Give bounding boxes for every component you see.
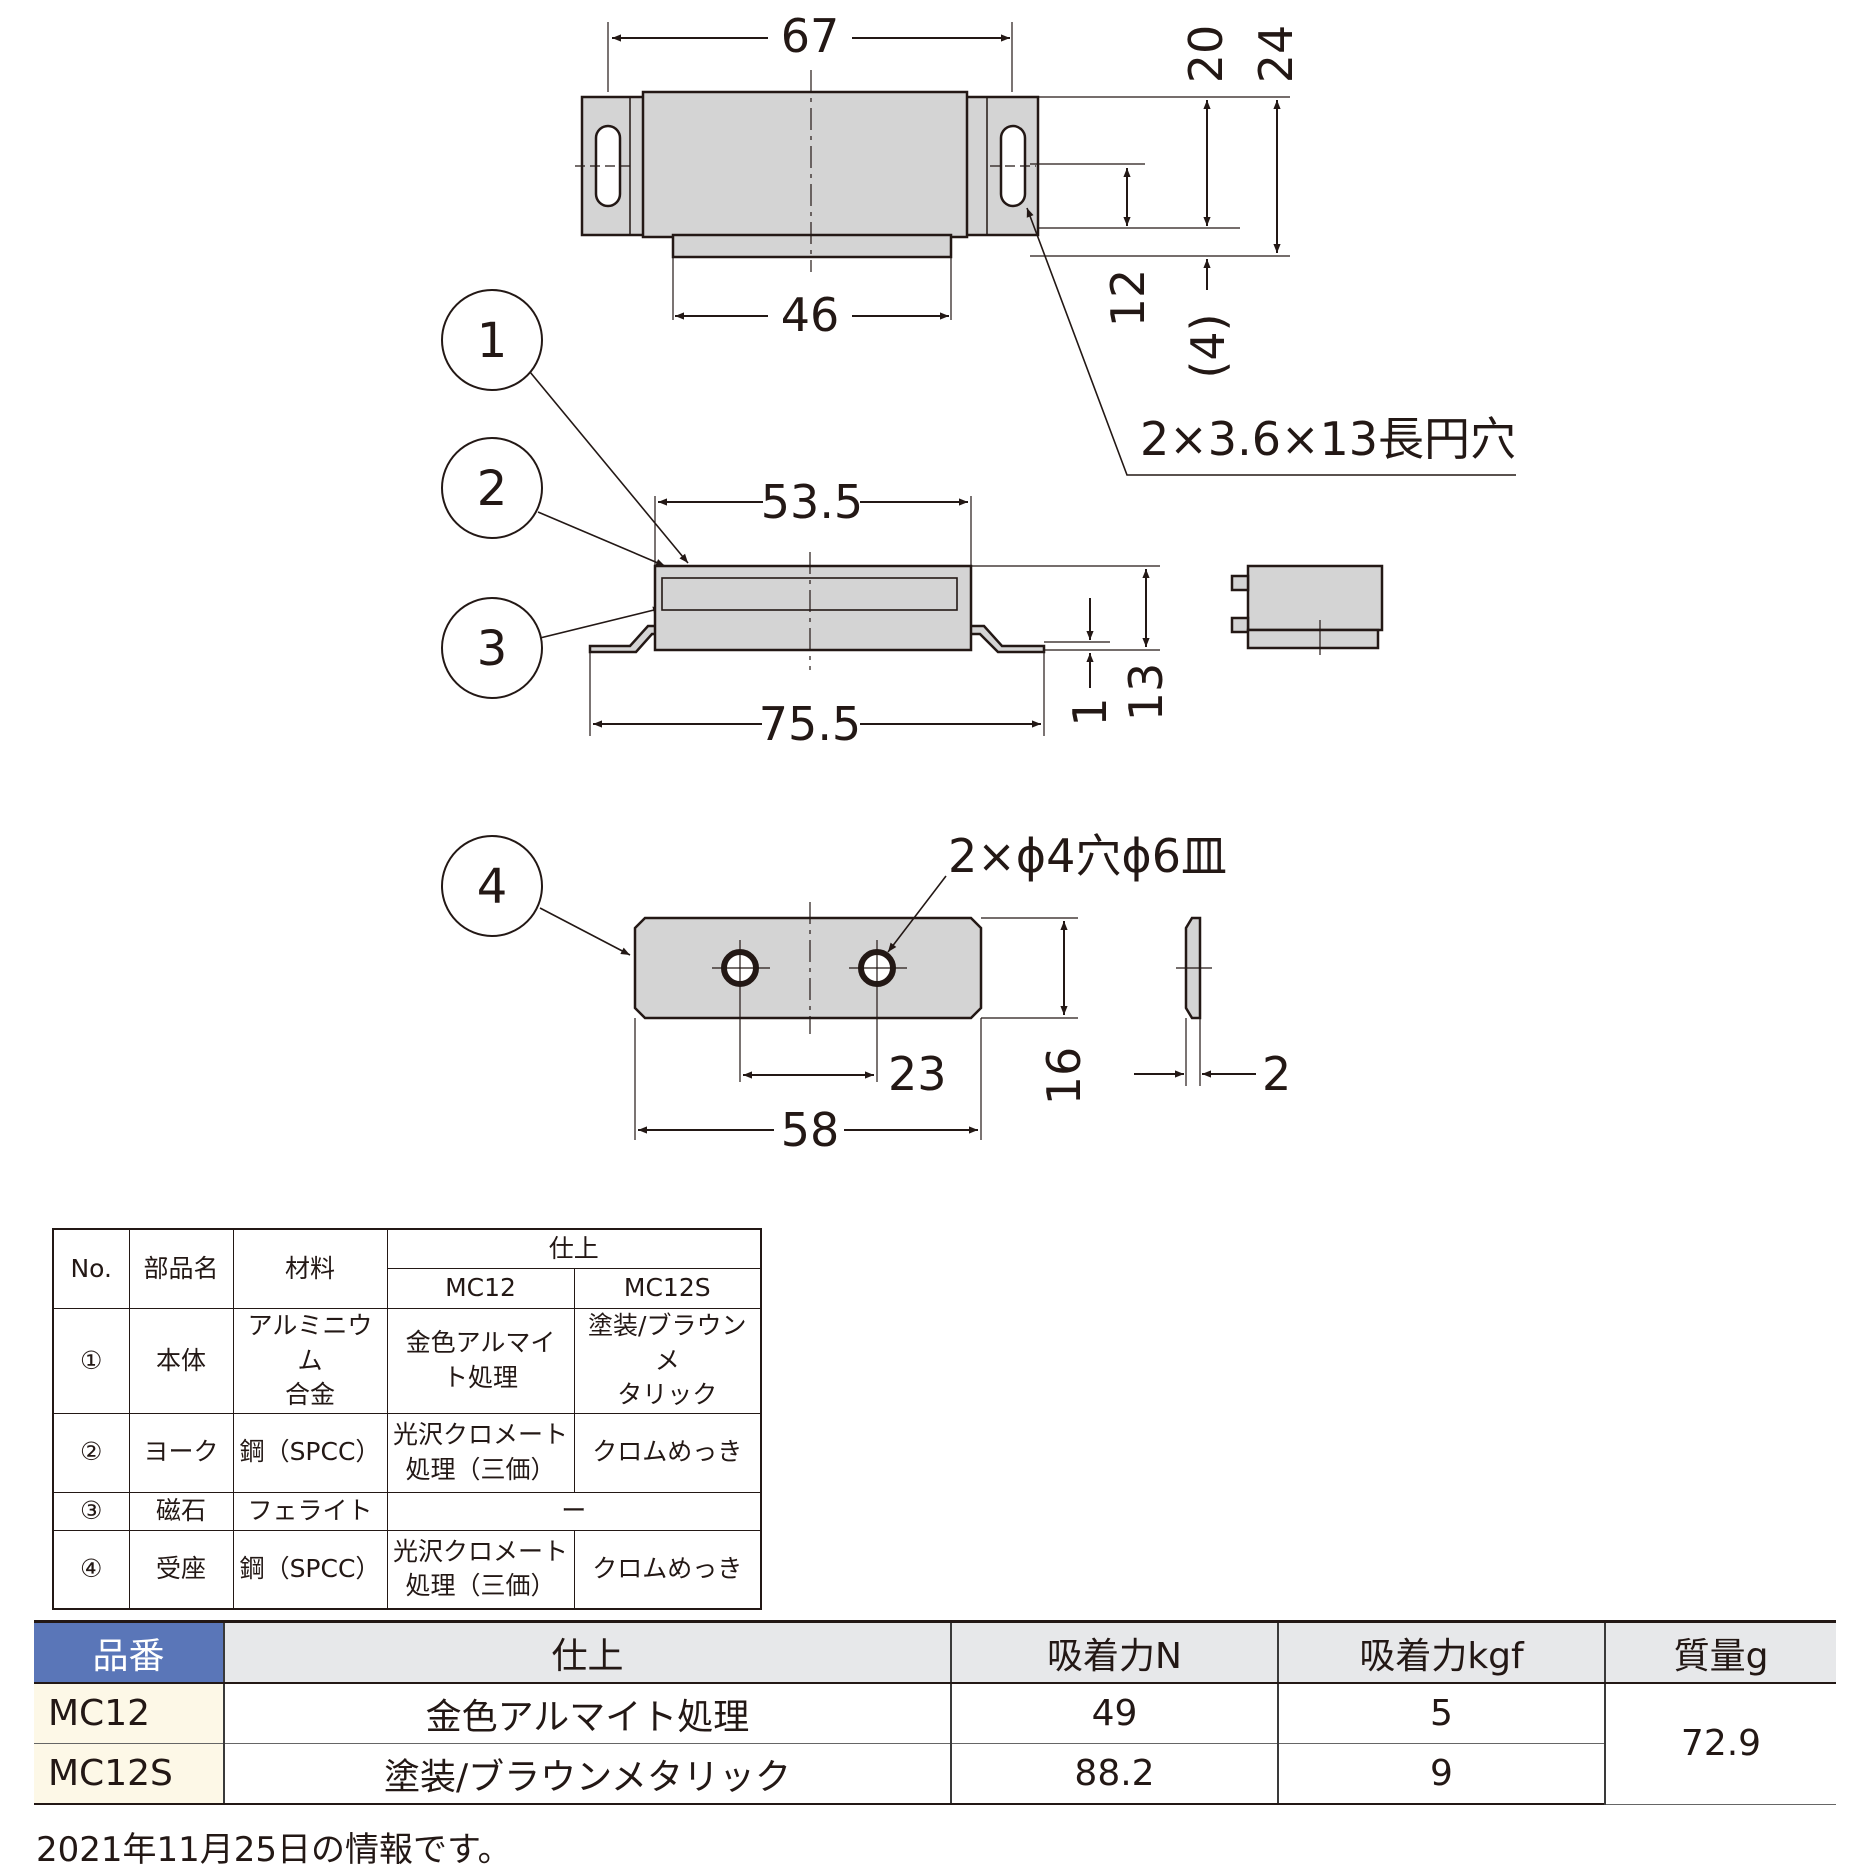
side-detail	[1230, 564, 1384, 655]
callout-3	[441, 597, 543, 699]
dim-plate-height: 16	[1037, 1047, 1091, 1106]
plate-dimensions	[638, 875, 1256, 1134]
part-material: 鋼（SPCC）	[232, 1412, 388, 1493]
table-row: MC12 金色アルマイト処理 49 5 72.9	[34, 1683, 1836, 1805]
dim-top-width: 67	[781, 9, 840, 63]
part-name: ヨーク	[128, 1412, 234, 1493]
dim-thickness: 13	[1119, 663, 1173, 722]
callout-1-label: 1	[477, 313, 508, 369]
header-force-kgf: 吸着力kgf	[1277, 1620, 1605, 1684]
header-finish: 仕上	[386, 1228, 762, 1269]
dim-plate-width: 58	[781, 1103, 840, 1157]
part-finish-mc12s: クロムめっき	[573, 1412, 762, 1493]
dim-body-width: 53.5	[761, 475, 863, 529]
callouts	[441, 289, 543, 937]
part-finish-mc12: 金色アルマイト処理	[386, 1308, 575, 1414]
part-material: フェライト	[232, 1491, 388, 1531]
side-view	[588, 496, 1160, 736]
callout-4	[441, 835, 543, 937]
force-n-cell: 88.2	[950, 1743, 1278, 1805]
part-finish-mc12: 光沢クロメート処理（三価）	[386, 1412, 575, 1493]
top-dimensions	[612, 34, 1516, 476]
slot-spec-label: 2×3.6×13長円穴	[1140, 412, 1516, 466]
plate-view	[633, 902, 1212, 1140]
table-row: MC12S 塗装/ブラウンメタリック 88.2 9	[34, 1743, 1836, 1805]
top-body	[641, 90, 969, 239]
dim-overall-width: 75.5	[759, 697, 861, 751]
parts-table: No. 部品名 材料 仕上 MC12 MC12S ① 本体 アルミニウム合金 金…	[52, 1228, 762, 1610]
callout-4-label: 4	[477, 859, 508, 915]
top-view	[575, 22, 1290, 320]
header-mc12s: MC12S	[573, 1268, 762, 1309]
table-row: ④ 受座 鋼（SPCC） 光沢クロメート処理（三価） クロムめっき	[52, 1529, 762, 1610]
part-finish-mc12: 光沢クロメート処理（三価）	[386, 1529, 575, 1610]
technical-drawing: 67 46 20 24 12 (4) 2×3.6×13長円穴 1 2 3 4	[441, 9, 1516, 1157]
header-mass: 質量g	[1604, 1620, 1836, 1684]
leader-lines	[529, 371, 689, 956]
part-name: 受座	[128, 1529, 234, 1610]
part-finish-mc12s: 塗装/ブラウンメタリック	[573, 1308, 762, 1414]
header-finish: 仕上	[223, 1620, 951, 1684]
header-no: No.	[52, 1228, 130, 1309]
callout-1	[441, 289, 543, 391]
hole-spec-label: 2×ϕ4穴ϕ6皿	[948, 829, 1227, 883]
dim-hole-pitch: 12	[1101, 269, 1155, 328]
part-no: ③	[52, 1491, 130, 1531]
part-no: ④	[52, 1529, 130, 1610]
callout-2-label: 2	[477, 461, 508, 517]
strike-plate	[633, 916, 983, 1020]
force-n-cell: 49	[950, 1683, 1278, 1744]
part-no: ②	[52, 1412, 130, 1493]
side-dimensions	[593, 498, 1150, 728]
table-row: ② ヨーク 鋼（SPCC） 光沢クロメート処理（三価） クロムめっき	[52, 1412, 762, 1493]
info-date-note: 2021年11月25日の情報です。	[36, 1830, 512, 1870]
header-force-n: 吸着力N	[950, 1620, 1278, 1684]
part-name: 本体	[128, 1308, 234, 1414]
table-row: ① 本体 アルミニウム合金 金色アルマイト処理 塗装/ブラウンメタリック	[52, 1308, 762, 1414]
dim-hole-distance: 23	[888, 1047, 947, 1101]
force-kgf-cell: 9	[1277, 1743, 1605, 1805]
header-name: 部品名	[128, 1228, 234, 1309]
part-finish-mc12s: クロムめっき	[573, 1529, 762, 1610]
header-model: 品番	[34, 1620, 224, 1684]
finish-cell: 塗装/ブラウンメタリック	[223, 1743, 951, 1805]
part-no: ①	[52, 1308, 130, 1414]
part-material: アルミニウム合金	[232, 1308, 388, 1414]
model-cell: MC12	[34, 1683, 224, 1744]
force-kgf-cell: 5	[1277, 1683, 1605, 1744]
dim-height-b: 24	[1249, 25, 1303, 84]
top-base	[671, 233, 953, 259]
dim-height-a: 20	[1179, 25, 1233, 84]
dim-plate-thickness: 2	[1262, 1047, 1291, 1101]
dim-inner-width: 46	[781, 288, 840, 342]
part-material: 鋼（SPCC）	[232, 1529, 388, 1610]
table-row: ③ 磁石 フェライト ー	[52, 1491, 762, 1531]
header-material: 材料	[232, 1228, 388, 1309]
part-finish: ー	[386, 1491, 762, 1531]
header-mc12: MC12	[386, 1268, 575, 1309]
finish-cell: 金色アルマイト処理	[223, 1683, 951, 1744]
part-name: 磁石	[128, 1491, 234, 1531]
callout-2	[441, 437, 543, 539]
dim-offset: (4)	[1181, 313, 1235, 378]
model-cell: MC12S	[34, 1743, 224, 1805]
callout-3-label: 3	[477, 621, 508, 677]
dim-base: 1	[1063, 697, 1117, 726]
mass-cell: 72.9	[1604, 1683, 1836, 1805]
spec-table: 品番 仕上 吸着力N 吸着力kgf 質量g MC12 金色アルマイト処理 49 …	[34, 1620, 1836, 1805]
